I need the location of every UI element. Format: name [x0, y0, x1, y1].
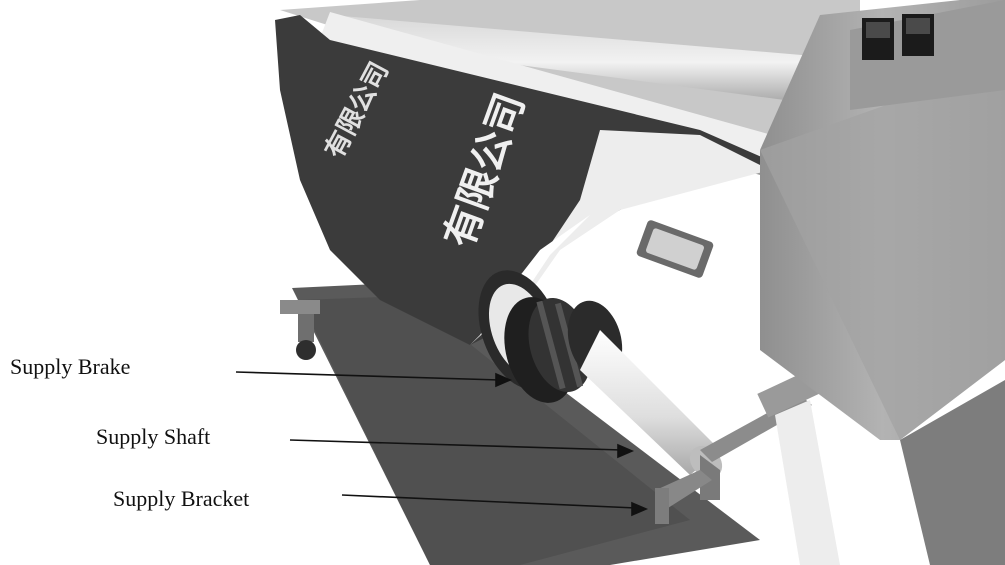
- bracket-arrowhead: [631, 501, 649, 517]
- shaft-arrowhead: [617, 443, 635, 459]
- caster-wheel: [280, 300, 320, 360]
- callout-arrows: [235, 371, 649, 517]
- machine-leg: [775, 380, 1005, 565]
- control-switches: [850, 0, 1005, 110]
- machine-side-panel: [636, 0, 1005, 440]
- shaft-arrow: [289, 439, 623, 451]
- supply-bracket-label: Supply Bracket: [113, 486, 250, 511]
- supply-shaft-label: Supply Shaft: [96, 424, 211, 449]
- supply-brake-label: Supply Brake: [10, 354, 131, 379]
- brake-arrow: [235, 371, 501, 381]
- supply-brake: [504, 297, 623, 403]
- bracket-arrow: [341, 494, 637, 509]
- brake-arrowhead: [495, 372, 513, 388]
